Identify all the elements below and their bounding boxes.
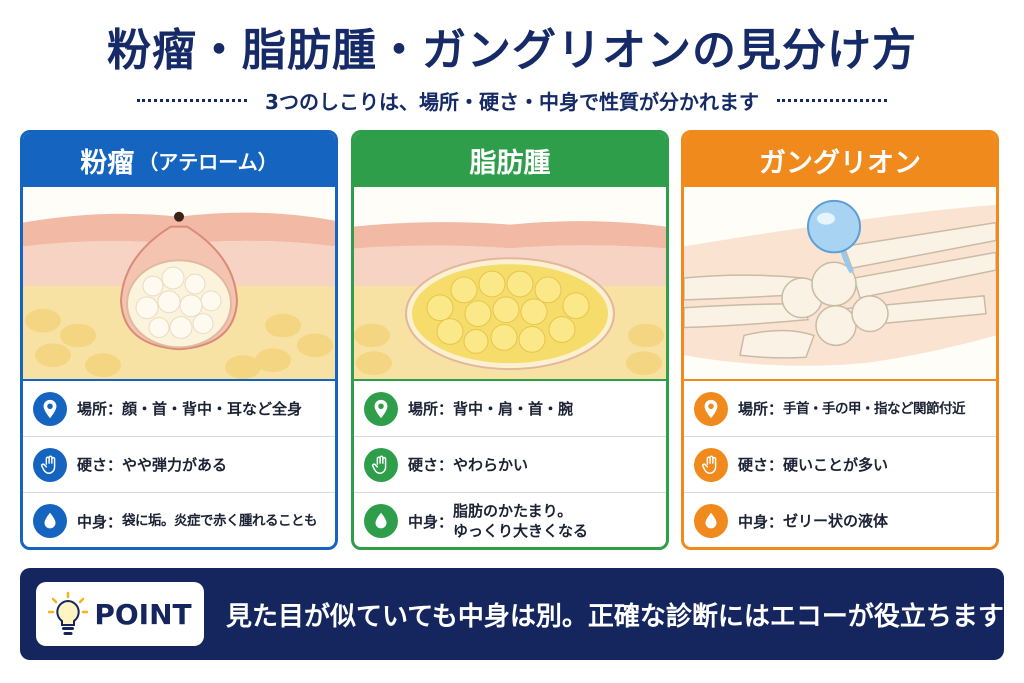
card-atheroma: 粉瘤 （アテローム） (20, 130, 338, 550)
row-label: 場所： (408, 400, 454, 418)
card-title-sub: （アテローム） (138, 149, 278, 174)
row-label: 中身： (77, 512, 123, 531)
dotted-divider-right (776, 99, 887, 102)
row-label: 場所： (77, 400, 123, 418)
row-text: やや弾力がある (122, 455, 228, 474)
location-pin-icon (364, 391, 398, 426)
row-label: 中身： (408, 512, 454, 531)
location-pin-icon (694, 391, 728, 426)
info-row-content: 中身： 袋に垢。炎症で赤く腫れることも (23, 493, 335, 547)
dotted-divider-left (137, 99, 248, 102)
info-row-hardness: 硬さ： やわらかい (354, 437, 666, 493)
card-lipoma: 脂肪腫 場所： 背中・肩・首・腕 (351, 130, 669, 550)
page-title: 粉瘤・脂肪腫・ガングリオンの見分け方 (107, 25, 917, 76)
card-title: 粉瘤 (80, 147, 135, 179)
page-subtitle: 3つのしこりは、場所・硬さ・中身で性質が分かれます (265, 90, 759, 114)
info-row-hardness: 硬さ： やや弾力がある (23, 437, 335, 493)
row-text: ゼリー状の液体 (783, 512, 889, 530)
card-title: 脂肪腫 (469, 147, 551, 179)
lightbulb-icon (48, 591, 89, 635)
info-row-content: 中身： 脂肪のかたまり。 ゆっくり大きくなる (354, 493, 666, 547)
point-message: 見た目が似ていても中身は別。正確な診断にはエコーが役立ちます (226, 601, 1004, 632)
row-label: 場所： (738, 400, 784, 418)
point-badge: POINT (36, 582, 204, 646)
info-row-content: 中身： ゼリー状の液体 (684, 493, 996, 547)
info-row-location: 場所： 背中・肩・首・腕 (354, 381, 666, 437)
row-text: 背中・肩・首・腕 (453, 399, 574, 418)
hand-press-icon (364, 447, 398, 482)
info-row-hardness: 硬さ： 硬いことが多い (684, 437, 996, 493)
info-row-location: 場所： 顔・首・背中・耳など全身 (23, 381, 335, 437)
card-title: ガングリオン (759, 147, 921, 179)
row-text: 手首・手の甲・指など関節付近 (783, 400, 966, 417)
row-label: 硬さ： (77, 456, 123, 474)
subtitle-row: 3つのしこりは、場所・硬さ・中身で性質が分かれます (0, 86, 1024, 115)
row-label: 硬さ： (738, 456, 784, 474)
card-header: ガングリオン (684, 133, 996, 187)
lipoma-illustration (354, 187, 666, 381)
row-text: 袋に垢。炎症で赤く腫れることも (122, 513, 318, 529)
card-header: 粉瘤 （アテローム） (23, 133, 335, 187)
row-text: 硬いことが多い (783, 455, 889, 474)
point-banner: POINT 見た目が似ていても中身は別。正確な診断にはエコーが役立ちます (20, 568, 1004, 660)
row-text-line: 脂肪のかたまり。 (453, 502, 573, 520)
ganglion-illustration (684, 187, 996, 381)
droplet-icon (33, 504, 67, 538)
info-row-location: 場所： 手首・手の甲・指など関節付近 (684, 381, 996, 437)
row-label: 中身： (738, 512, 784, 531)
row-text: 顔・首・背中・耳など全身 (122, 399, 303, 418)
row-text-line: ゆっくり大きくなる (453, 522, 589, 540)
card-header: 脂肪腫 (354, 133, 666, 187)
droplet-icon (694, 504, 728, 538)
hand-press-icon (694, 447, 728, 482)
point-label: POINT (94, 597, 192, 631)
row-text: やわらかい (453, 455, 529, 474)
droplet-icon (364, 504, 398, 538)
row-label: 硬さ： (408, 456, 454, 474)
atheroma-illustration (23, 187, 335, 381)
hand-press-icon (33, 447, 67, 482)
card-ganglion: ガングリオン 場所： 手首・ (681, 130, 999, 550)
location-pin-icon (33, 391, 67, 426)
row-text-multiline: 脂肪のかたまり。 ゆっくり大きくなる (453, 501, 588, 541)
